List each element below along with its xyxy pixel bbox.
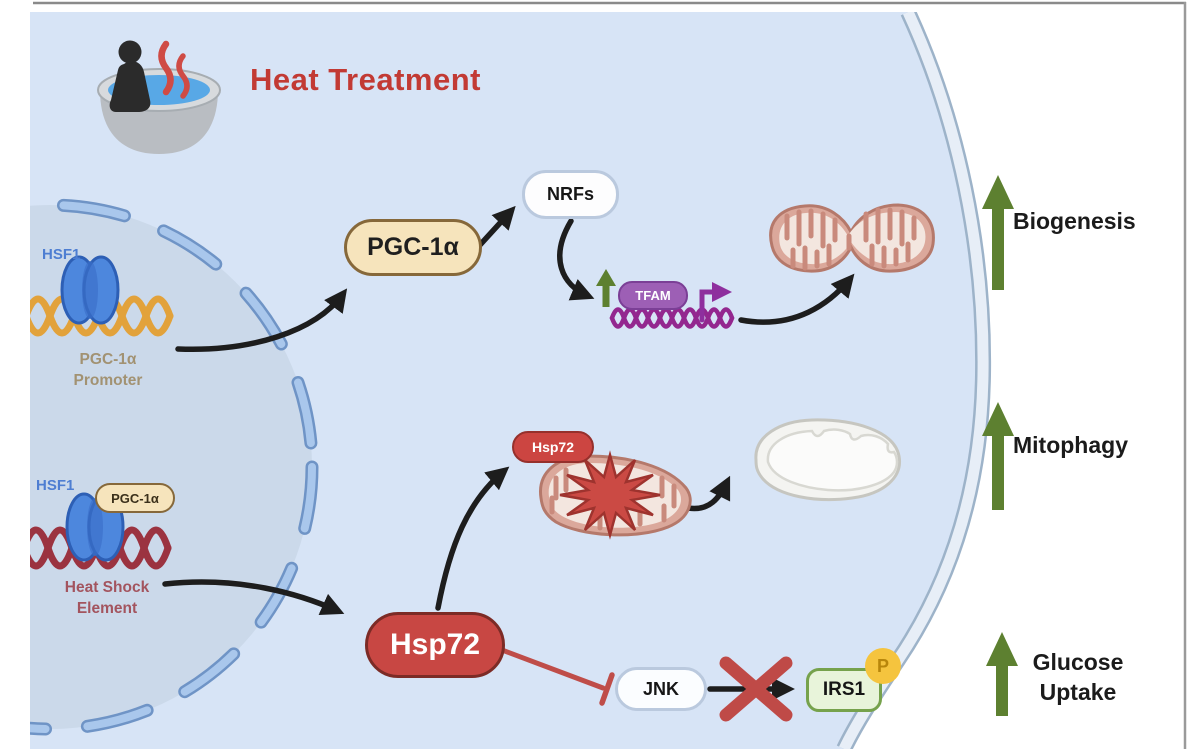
pgc1a-cofactor-pill: PGC-1α bbox=[95, 483, 175, 513]
hsf1-protein-top bbox=[60, 255, 120, 325]
arrow-hsp72-to-mito bbox=[435, 466, 510, 611]
jnk-node: JNK bbox=[615, 667, 707, 711]
pgc1a-promoter-line2: Promoter bbox=[73, 372, 143, 389]
inhibition-line bbox=[499, 647, 615, 706]
glucose-uptake-line1: Glucose bbox=[1032, 649, 1124, 675]
pgc1a-promoter-line1: PGC-1α bbox=[79, 351, 137, 368]
pgc1a-node: PGC-1α bbox=[344, 219, 482, 276]
pathway-arrows bbox=[162, 205, 855, 701]
glucose-uptake-label: Glucose Uptake bbox=[1026, 647, 1130, 707]
figure-title: Heat Treatment bbox=[250, 62, 481, 97]
hsp72-node: Hsp72 bbox=[365, 612, 505, 678]
phosphate-badge: P bbox=[865, 648, 901, 684]
biogenesis-up-arrow-icon bbox=[982, 175, 1014, 290]
arrow-tfam-to-mito bbox=[738, 273, 855, 325]
person-silhouette bbox=[109, 61, 151, 112]
glucose-up-arrow-icon bbox=[986, 632, 1018, 716]
arrow-pgc1a-to-nrfs bbox=[476, 205, 516, 249]
damage-starburst-icon bbox=[559, 450, 661, 540]
hsp72-mito-tag: Hsp72 bbox=[512, 431, 594, 463]
blocked-x-icon bbox=[719, 656, 793, 722]
glucose-uptake-line2: Uptake bbox=[1039, 679, 1117, 705]
pgc1a-promoter-label: PGC-1α Promoter bbox=[28, 349, 188, 391]
steam-icon bbox=[158, 40, 174, 96]
heat-shock-element-line1: Heat Shock bbox=[64, 579, 150, 596]
mitophagy-label: Mitophagy bbox=[1013, 432, 1128, 458]
arrow-nrfs-to-tfam bbox=[557, 218, 595, 301]
tfam-up-arrow-icon bbox=[596, 269, 616, 307]
mitochondrion-degraded bbox=[754, 418, 901, 502]
biogenesis-label: Biogenesis bbox=[1013, 208, 1136, 234]
heat-shock-element-line2: Element bbox=[76, 600, 138, 617]
mitochondrion-damaged bbox=[539, 450, 692, 540]
nrfs-node: NRFs bbox=[522, 170, 619, 219]
tfam-node: TFAM bbox=[618, 281, 688, 310]
mitophagy-up-arrow-icon bbox=[982, 402, 1014, 510]
hot-tub-icon bbox=[97, 40, 221, 154]
transcription-arrow-icon bbox=[699, 282, 732, 323]
nuclear-envelope-dashes-inner bbox=[30, 201, 316, 733]
hsf1-label-top: HSF1 bbox=[42, 246, 81, 263]
arrow-hse-to-hsp72 bbox=[162, 579, 345, 615]
dna-mitochondrial bbox=[609, 307, 735, 329]
arrow-promoter-to-pgc1a bbox=[175, 288, 348, 353]
hsf1-label-bottom: HSF1 bbox=[36, 477, 75, 494]
steam-icon-2 bbox=[176, 53, 190, 99]
heat-shock-element-label: Heat Shock Element bbox=[22, 577, 192, 619]
nucleus-body bbox=[30, 205, 312, 729]
mitochondria-dividing bbox=[769, 203, 935, 273]
